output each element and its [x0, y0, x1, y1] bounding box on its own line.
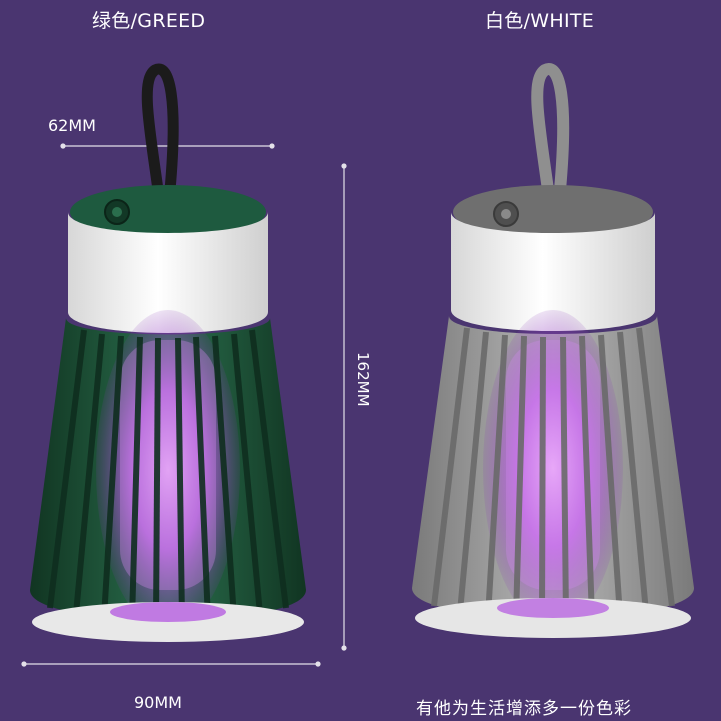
white-variant-label: 白色/WHITE — [485, 10, 595, 32]
green-lamp — [30, 63, 306, 642]
green-variant-label: 绿色/GREED — [92, 10, 206, 32]
white-lamp-housing — [451, 212, 655, 331]
white-lamp — [412, 63, 694, 638]
bottom-width-dimension: 90MM — [134, 693, 182, 712]
green-lamp-housing — [68, 212, 268, 333]
green-lamp-top — [70, 185, 266, 239]
green-lamp-strap — [141, 63, 179, 196]
white-lamp-strap — [531, 63, 570, 196]
slogan-text: 有他为生活增添多一份色彩 — [416, 699, 632, 719]
top-width-dimension: 62MM — [48, 116, 96, 135]
bottom-dimension-line — [21, 661, 321, 667]
height-dimension-line — [341, 163, 347, 651]
